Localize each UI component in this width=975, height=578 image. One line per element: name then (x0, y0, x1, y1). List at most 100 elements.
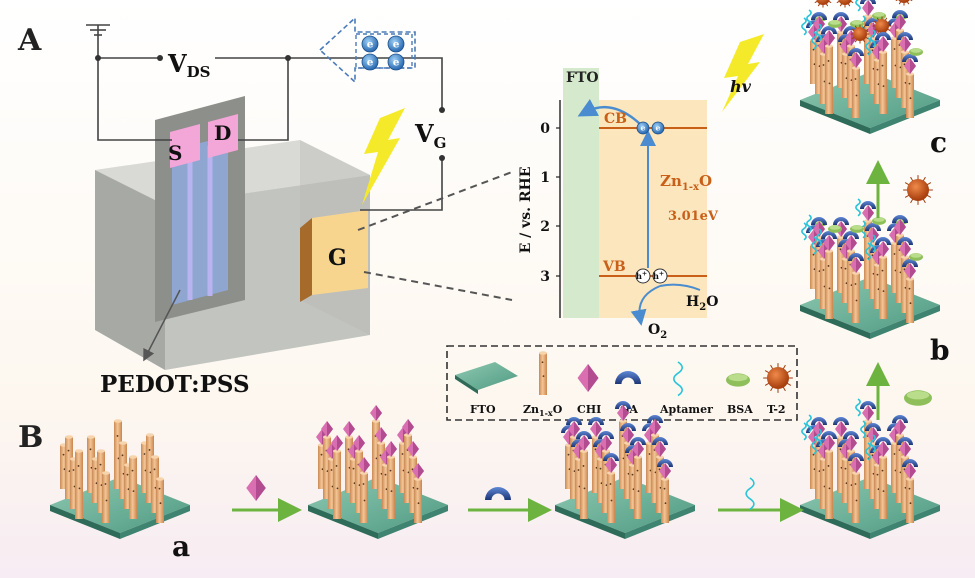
circuit-wires (86, 24, 443, 211)
ga-icon (647, 415, 663, 423)
aptamer-icon (865, 37, 871, 56)
zno-rod (75, 449, 83, 519)
zno-rod (87, 435, 95, 493)
ga-icon (897, 32, 913, 40)
ga-icon (598, 431, 614, 439)
aptamer-icon (806, 9, 812, 28)
zno-rod (151, 455, 159, 513)
chi-icon (343, 421, 355, 437)
ga-icon (902, 459, 918, 467)
t2-icon (836, 0, 854, 8)
chi-icon (622, 427, 634, 443)
chi-icon (632, 441, 644, 457)
aptamer-icon (870, 29, 876, 48)
chi-icon (845, 435, 857, 451)
bsa-icon (872, 12, 886, 20)
chi-icon (578, 435, 590, 451)
band-ylabel: E / vs. RHE (518, 167, 534, 254)
y-tick-label: 2 (540, 219, 550, 235)
panel-label-b: B (18, 420, 43, 455)
ga-icon (897, 437, 913, 445)
ga-icon (860, 0, 876, 4)
chi-icon (850, 457, 862, 473)
ga-icon (860, 401, 876, 409)
legend-bsa: BSA (727, 403, 753, 416)
svg-text:e: e (656, 124, 661, 133)
chi-icon (823, 30, 835, 46)
water-label: H2O (686, 294, 718, 313)
chi-icon (823, 435, 835, 451)
aptamer-icon (816, 428, 822, 447)
chi-icon (654, 441, 666, 457)
zno-rod (879, 455, 887, 519)
chi-icon (904, 263, 916, 279)
legend-t2: T-2 (767, 403, 786, 416)
zno-rod (360, 471, 368, 523)
lightning-icon-device (362, 108, 405, 205)
step-label-a: a (172, 530, 190, 563)
step-label-c: c (930, 126, 947, 159)
t2-icon (850, 24, 870, 44)
zno-rod (656, 455, 664, 513)
chi-icon (877, 36, 889, 52)
stage-bare-rods (50, 419, 190, 539)
wire-node (95, 55, 101, 61)
pedot-label: PEDOT:PSS (100, 371, 250, 398)
bsa-icon (909, 253, 923, 261)
chi-icon (845, 235, 857, 251)
t2-icon (872, 16, 892, 36)
aptamer-icon (801, 422, 807, 441)
svg-text:e: e (393, 39, 400, 51)
y-tick-label: 0 (540, 121, 550, 137)
bsa-icon (828, 20, 842, 28)
stage-chi (308, 405, 448, 539)
ga-icon (566, 417, 582, 425)
ga-icon (892, 215, 908, 223)
ga-icon (485, 487, 511, 500)
electron-flow-icon: e (361, 53, 379, 71)
zno-rod (333, 449, 341, 519)
drain-label: D (214, 121, 231, 145)
chi-icon (862, 0, 874, 16)
wire-node (285, 55, 291, 61)
zoom-line-bottom (363, 271, 513, 301)
legend-fto-icon (455, 362, 518, 394)
vg-label: VG (414, 119, 446, 152)
ga-icon (821, 431, 837, 439)
aptamer-icon (870, 434, 876, 453)
ga-icon (902, 54, 918, 62)
hole-icon: h+ (652, 268, 668, 284)
oxygen-label: O2 (648, 322, 667, 341)
ga-icon (811, 217, 827, 225)
t2-icon (814, 0, 832, 8)
ga-icon (848, 48, 864, 56)
bsa-icon (909, 48, 923, 56)
chi-icon (370, 405, 382, 421)
zno-rod (852, 66, 860, 118)
source-pad (170, 124, 200, 168)
zno-rod (825, 44, 833, 114)
aptamer-icon (811, 436, 817, 455)
chi-icon (331, 435, 343, 451)
ga-icon (848, 253, 864, 261)
panel-label-a: A (17, 23, 42, 58)
chi-icon (402, 419, 414, 435)
band-fto-label: FTO (566, 70, 599, 86)
legend-chi: CHI (577, 403, 601, 416)
zno-rod (65, 435, 73, 499)
cb-electron-icon: e (636, 121, 650, 135)
wire-node (439, 107, 445, 113)
zno-rod (906, 477, 914, 523)
stage-t2 (800, 0, 940, 134)
aptamer-icon (745, 477, 755, 510)
chi-icon (605, 457, 617, 473)
zno-rod (539, 351, 547, 395)
zno-rod (387, 455, 395, 519)
zno-rod (156, 477, 164, 523)
zno-rod (825, 249, 833, 319)
chi-icon (321, 421, 333, 437)
aptamer-icon (870, 234, 876, 253)
electron-flow-icon: e (387, 35, 405, 53)
aptamer-icon (806, 414, 812, 433)
